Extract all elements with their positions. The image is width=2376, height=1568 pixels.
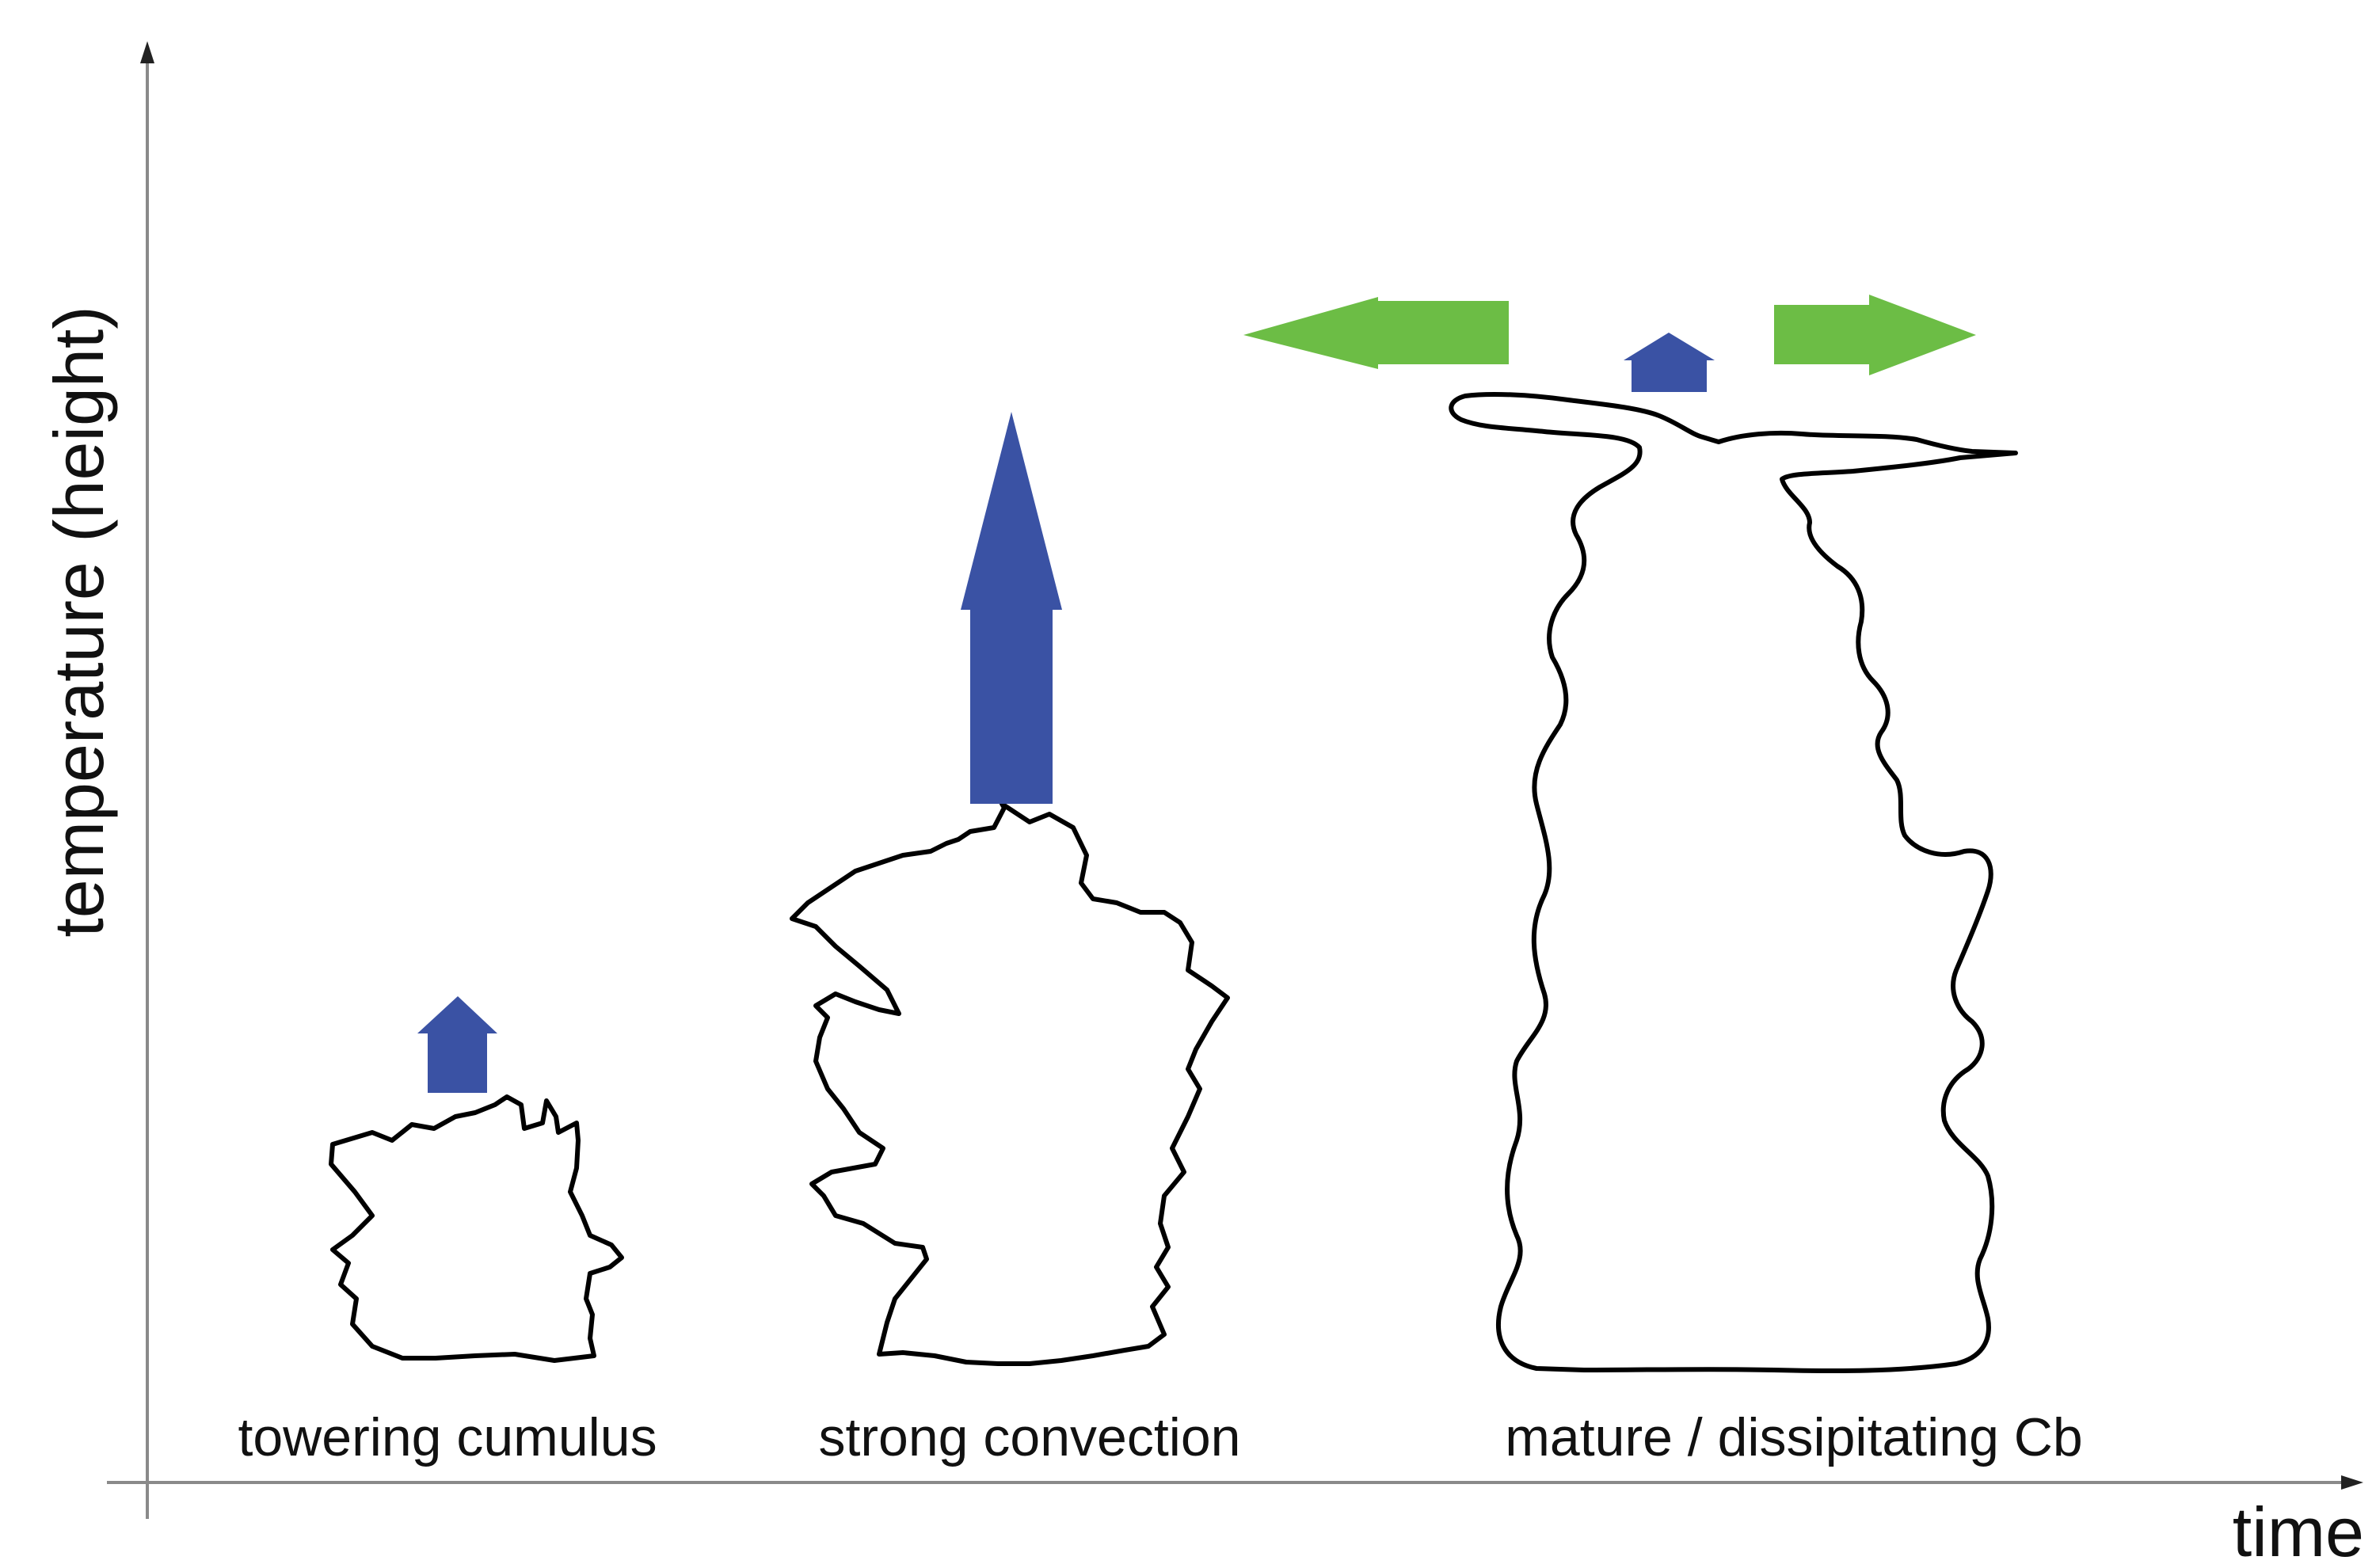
stage-strong-convection: strong convection	[790, 412, 1241, 1467]
strong-convection-cloud	[790, 801, 1230, 1366]
mature-cb-cloud	[1449, 391, 2018, 1374]
stage-label-mature-dissipitating-cb: mature / dissipitating Cb	[1505, 1407, 2082, 1467]
strong-updraft-arrow	[961, 412, 1062, 804]
towering-cumulus-cloud	[329, 1094, 624, 1363]
weak-updraft-arrow	[1624, 333, 1715, 392]
stage-label-towering-cumulus: towering cumulus	[238, 1407, 657, 1467]
y-axis-label: temperature (height)	[40, 306, 118, 937]
axes	[107, 41, 2363, 1519]
stage-towering-cumulus: towering cumulus	[238, 996, 657, 1467]
stage-mature-dissipitating-cb: mature / dissipitating Cb	[1243, 295, 2083, 1467]
stage-label-strong-convection: strong convection	[819, 1407, 1241, 1467]
outflow-right-arrow	[1774, 295, 1976, 375]
outflow-left-arrow	[1243, 297, 1509, 369]
x-axis-label: time	[2233, 1493, 2364, 1568]
x-axis-arrowhead	[2341, 1475, 2363, 1490]
y-axis-arrowhead	[140, 41, 154, 63]
small-updraft-arrow	[417, 996, 497, 1093]
